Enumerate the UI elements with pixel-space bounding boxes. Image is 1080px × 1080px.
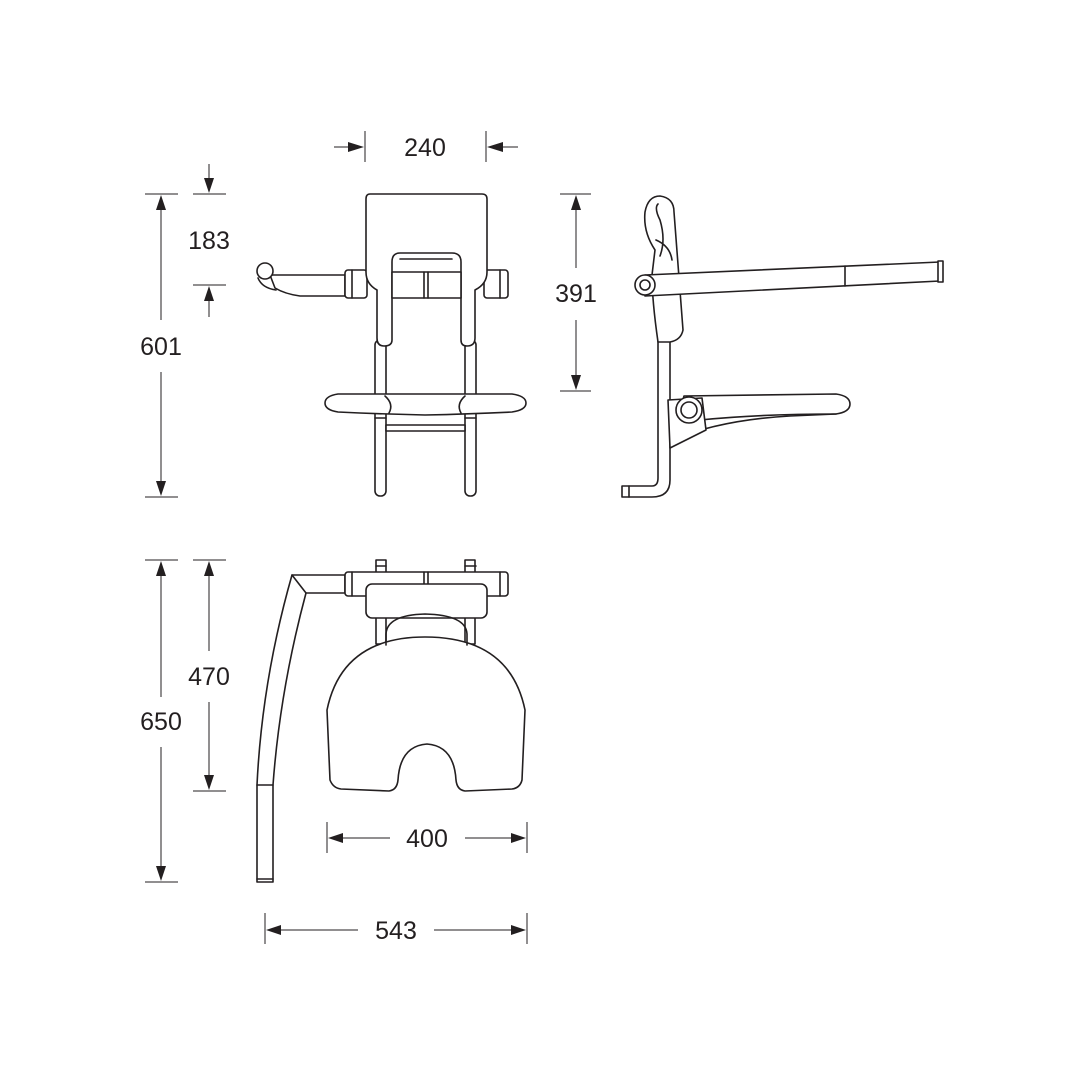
top-support-leg [256, 574, 346, 883]
dimension-labels: 240 183 601 391 470 650 400 543 [140, 134, 597, 945]
side-view [621, 195, 944, 498]
dim-side-height: 391 [555, 280, 597, 308]
side-seat-arm [671, 393, 851, 441]
dimension-lines [145, 131, 591, 944]
dim-overall-height: 601 [140, 333, 182, 361]
front-right-handle [483, 269, 509, 299]
front-backrest [365, 193, 488, 347]
dim-top-depth-overall: 650 [140, 708, 182, 736]
dim-front-width: 240 [404, 134, 446, 162]
top-seat [326, 636, 526, 792]
front-cross-bar [385, 424, 466, 432]
front-left-handle [344, 269, 368, 299]
dim-backrest-height: 183 [188, 227, 230, 255]
dim-seat-width: 400 [406, 825, 448, 853]
dim-top-depth-seat: 470 [188, 663, 230, 691]
front-view [256, 193, 527, 497]
front-seat [324, 393, 527, 416]
dim-overall-width: 543 [375, 917, 417, 945]
side-grab-bar [644, 261, 941, 297]
top-view [256, 559, 526, 883]
side-floor-foot [621, 329, 671, 498]
top-backrest-block [365, 583, 488, 619]
